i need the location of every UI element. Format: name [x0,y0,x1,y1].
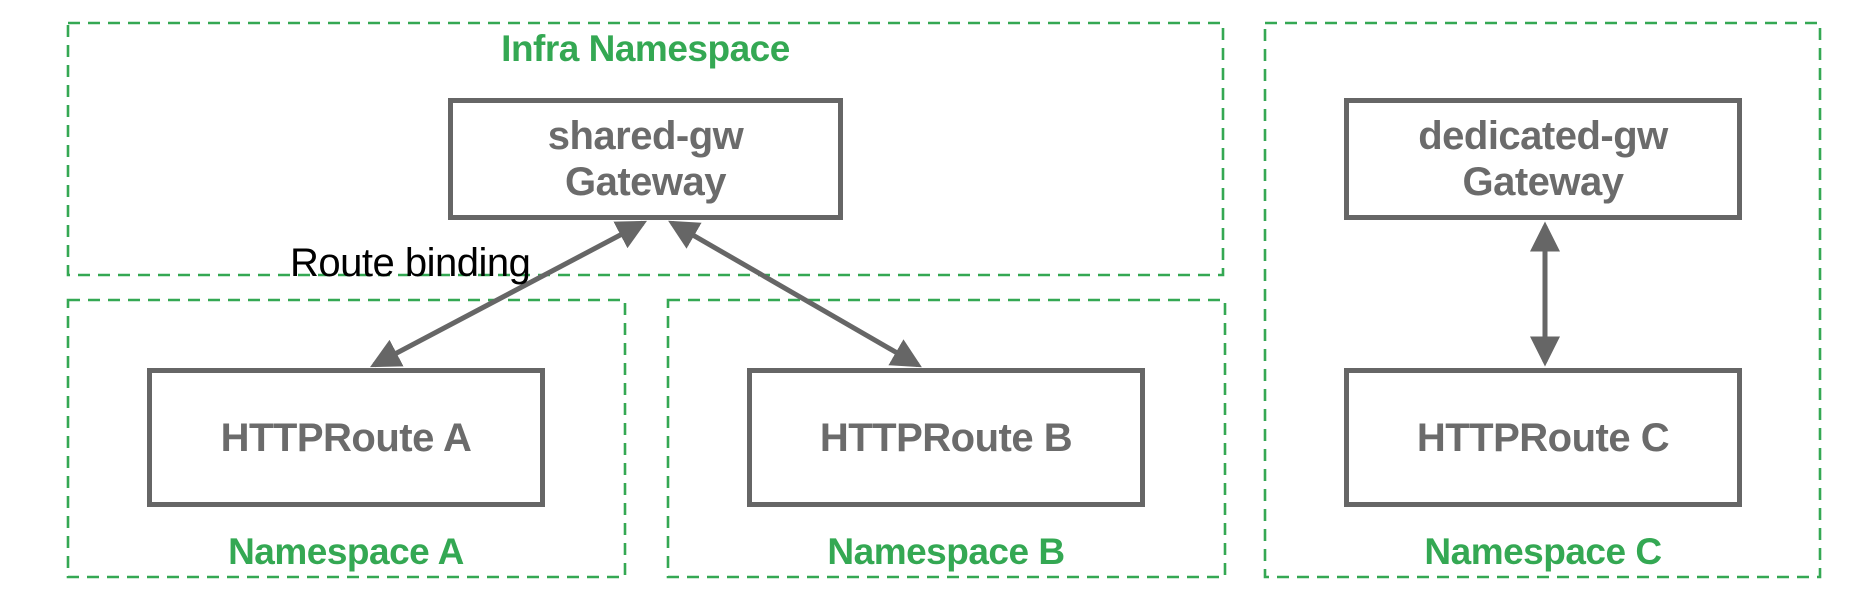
namespace-c-boundary [1263,21,1822,579]
shared-gateway-node: shared-gw Gateway [448,98,843,220]
shared-gateway-name: shared-gw [547,114,744,158]
route-a-binding-arrow [370,220,647,368]
shared-gateway-kind: Gateway [564,160,727,204]
httproute-a-node: HTTPRoute A [147,368,545,507]
namespace-a-boundary [66,298,627,579]
httproute-b-node: HTTPRoute B [747,368,1145,507]
namespace-c-label: Namespace C [1424,531,1662,572]
httproute-c-label: HTTPRoute C [1416,415,1670,460]
dedicated-gateway-node: dedicated-gw Gateway [1344,98,1742,220]
route-b-binding-arrow [668,220,922,368]
dedicated-gateway-kind: Gateway [1462,160,1624,204]
namespace-b-boundary [666,298,1227,579]
httproute-c-node: HTTPRoute C [1344,368,1742,507]
route-binding-label: Route binding [290,241,531,285]
httproute-b-label: HTTPRoute B [819,415,1073,460]
httproute-a-label: HTTPRoute A [220,415,472,460]
namespace-a-label: Namespace A [228,531,464,572]
infra-namespace-label: Infra Namespace [501,28,790,69]
dedicated-gateway-name: dedicated-gw [1418,114,1668,158]
namespace-b-label: Namespace B [827,531,1065,572]
